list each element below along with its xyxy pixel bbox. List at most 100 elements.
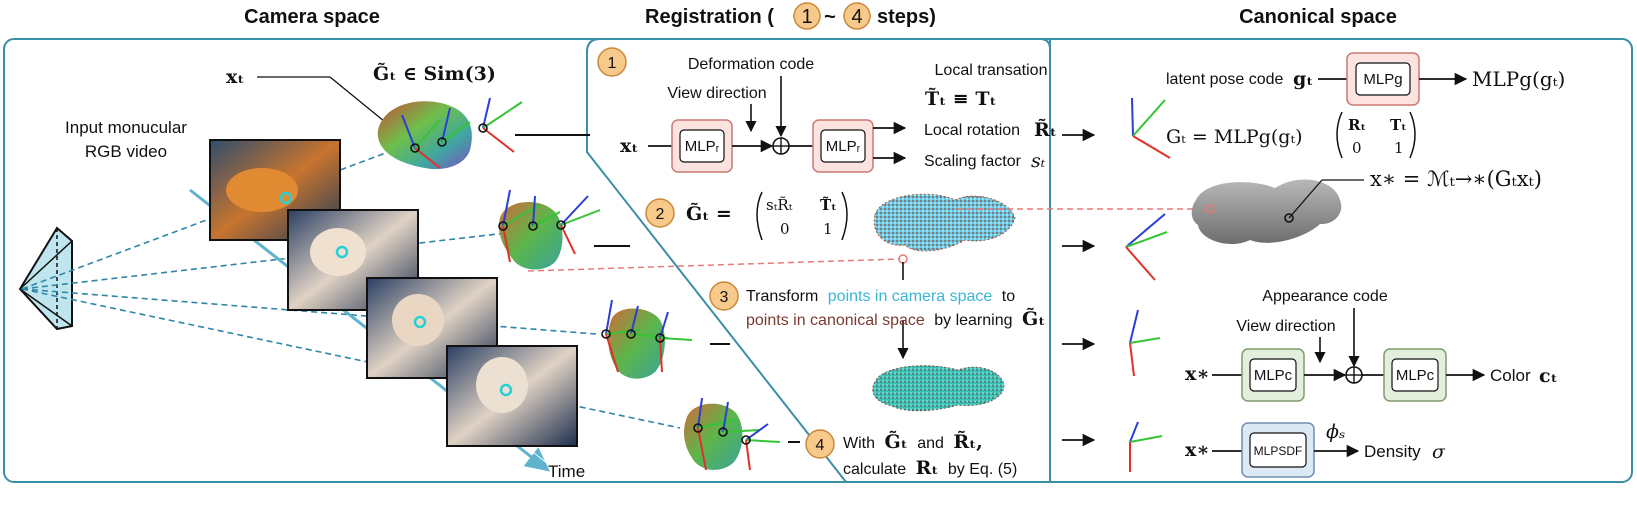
mlp-g: MLPg (1346, 52, 1420, 106)
step4-and: and (917, 435, 944, 452)
g-t-latent: gₜ (1293, 68, 1313, 90)
color-label: Color (1490, 366, 1531, 385)
camera-space-header: Camera space (244, 6, 380, 28)
canonical-point-cloud (872, 365, 1005, 412)
c-t-label: cₜ (1539, 365, 1558, 387)
svg-text:MLPᵣ: MLPᵣ (685, 138, 720, 155)
step4-text-line2: calculate Rₜ by Eq. (5) (843, 457, 1017, 479)
registration-panel (586, 38, 1051, 483)
concat-symbol-1 (772, 137, 790, 155)
step4-text-line1: With G̃ₜ and R̃ₜ, (843, 431, 983, 453)
view-direction-label-2: View direction (1236, 318, 1335, 335)
svg-text:G̃ₜ =: G̃ₜ = (686, 203, 732, 225)
step3-by-learning: by learning (934, 312, 1012, 329)
mesh-frame-4 (684, 397, 781, 471)
camera-point-cloud (873, 193, 1016, 252)
step-1-badge: 1 (597, 47, 627, 77)
input-video-label-line2: RGB video (85, 142, 167, 161)
canonical-axes (1125, 97, 1171, 472)
camera-frustum-icon (18, 226, 73, 331)
svg-text:0: 0 (1352, 139, 1362, 157)
step4-calculate: calculate (843, 461, 906, 478)
svg-text:MLPSDF: MLPSDF (1254, 444, 1303, 458)
registration-header: Registration ( 1 ~ 4 steps) (645, 2, 936, 30)
svg-text:1: 1 (801, 6, 812, 28)
step4-with: With (843, 435, 875, 452)
header-step-1-badge (793, 2, 821, 30)
svg-text:~: ~ (824, 6, 836, 28)
deformation-code-label: Deformation code (688, 56, 814, 73)
t-equiv-label: T̃ₜ ≡ Tₜ (925, 88, 997, 110)
mlp-c-2: MLPc (1383, 348, 1447, 402)
svg-text:1: 1 (1394, 139, 1404, 157)
svg-text:MLPg: MLPg (1363, 71, 1402, 88)
svg-text:MLPc: MLPc (1254, 367, 1293, 384)
step4-g-t: G̃ₜ (884, 431, 907, 453)
step-4-badge: 4 (805, 429, 835, 459)
step3-to: to (1002, 288, 1015, 305)
svg-text:Tₜ: Tₜ (1390, 116, 1407, 134)
svg-text:MLPc: MLPc (1396, 367, 1435, 384)
svg-text:1: 1 (608, 55, 617, 72)
x-star-density-input: x∗ (1185, 439, 1209, 461)
r-t-label: R̃ₜ (1034, 119, 1057, 141)
svg-text:Rₜ: Rₜ (1348, 116, 1366, 134)
svg-text:MLPᵣ: MLPᵣ (826, 138, 861, 155)
step3-transform: Transform (746, 288, 818, 305)
x-t-label: xₜ (226, 66, 244, 88)
concat-symbol-2 (1345, 366, 1363, 384)
step3-canonical-points: points in canonical space (746, 312, 925, 329)
svg-text:2: 2 (656, 206, 665, 223)
local-transation-label: Local transation (935, 62, 1048, 79)
x-star-equation: x∗ = ℳₜ→∗(Gₜxₜ) (1370, 167, 1542, 191)
svg-text:0: 0 (780, 220, 790, 238)
step-2-badge: 2 (645, 198, 675, 228)
g-t-sim3-label: G̃ₜ ∈ Sim(3) (373, 63, 496, 85)
canonical-g-matrix: Gₜ = MLPg(gₜ) Rₜ Tₜ 0 1 (1166, 111, 1416, 159)
step4-r-t-tilde: R̃ₜ, (953, 431, 982, 453)
svg-text:Gₜ = MLPg(gₜ): Gₜ = MLPg(gₜ) (1166, 126, 1303, 148)
svg-text:3: 3 (720, 289, 729, 306)
density-label: Density (1364, 442, 1421, 461)
step3-text-line1: Transform points in camera space to (746, 288, 1015, 305)
canonical-space-header: Canonical space (1239, 6, 1397, 28)
step3-camera-points: points in camera space (828, 288, 993, 305)
svg-text:steps): steps) (877, 6, 936, 28)
time-label: Time (548, 462, 585, 481)
svg-text:sₜR̃ₜ: sₜR̃ₜ (766, 196, 793, 214)
mlp-r-2: MLPᵣ (812, 119, 874, 173)
canonical-mesh (1191, 179, 1364, 245)
canonical-arrows (1062, 128, 1096, 447)
svg-text:4: 4 (851, 6, 862, 28)
mlp-g-output: MLPg(gₜ) (1472, 67, 1565, 91)
sigma-label: σ (1432, 441, 1446, 463)
mlp-c-1: MLPc (1241, 348, 1305, 402)
video-frame-4 (446, 345, 578, 447)
mlp-r-1: MLPᵣ (671, 119, 733, 173)
phi-s-label: ϕₛ (1326, 421, 1345, 443)
scaling-factor-label: Scaling factor (924, 153, 1022, 170)
step4-by-eq: by Eq. (5) (948, 461, 1017, 478)
s-t-label: sₜ (1031, 150, 1046, 172)
mesh-connectors (515, 134, 800, 443)
step3-text-line2: points in canonical space by learning (746, 312, 1013, 329)
step3-g-t: G̃ₜ (1022, 308, 1045, 330)
svg-text:Registration (: Registration ( (645, 6, 774, 28)
step-3-badge: 3 (709, 281, 739, 311)
local-rotation-label: Local rotation (924, 122, 1020, 139)
mesh-frame-1 (377, 97, 523, 170)
svg-text:1: 1 (823, 220, 833, 238)
mlp-sdf: MLPSDF (1241, 422, 1315, 478)
correspondence-line-camera (527, 258, 901, 272)
svg-text:4: 4 (816, 437, 825, 454)
view-direction-label-1: View direction (667, 85, 766, 102)
latent-pose-label: latent pose code (1166, 71, 1284, 88)
step2-matrix: G̃ₜ = sₜR̃ₜ T̃ₜ 0 1 (686, 191, 848, 241)
mesh-frame-3 (601, 299, 693, 379)
step4-r-t: Rₜ (916, 457, 939, 479)
step1-x-t: xₜ (620, 135, 638, 157)
x-star-color-input: x∗ (1185, 363, 1209, 385)
appearance-code-label: Appearance code (1262, 288, 1388, 305)
svg-text:T̃ₜ: T̃ₜ (820, 196, 837, 214)
